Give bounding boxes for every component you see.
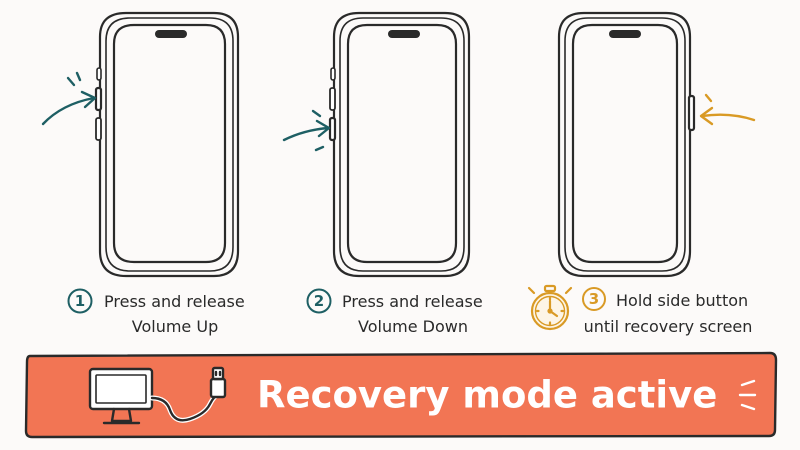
step-3-number: 3 — [589, 290, 599, 308]
step-number-badge — [306, 288, 332, 314]
step-2-line1: Press and release — [342, 292, 483, 311]
step-3-line1: Hold side button — [616, 291, 748, 310]
phone-3 — [557, 11, 696, 278]
step-number-badge — [582, 287, 606, 311]
arrow-right-icon — [41, 71, 97, 126]
step-3-line2: until recovery screen — [584, 317, 753, 336]
volume-up-button — [329, 87, 336, 111]
step-number-badge — [67, 288, 93, 314]
stopwatch-icon — [527, 284, 573, 331]
dynamic-island — [609, 30, 641, 38]
arrow-right-icon — [282, 109, 331, 152]
step-2-number: 2 — [314, 292, 324, 310]
side-button — [687, 94, 696, 132]
action-button — [330, 67, 336, 81]
volume-down-button — [95, 117, 102, 141]
step-1-line2: Volume Up — [132, 317, 218, 336]
banner-text: Recovery mode active — [257, 374, 717, 417]
dynamic-island — [155, 30, 187, 38]
step-1-line1: Press and release — [104, 292, 245, 311]
phone-1 — [94, 11, 240, 278]
volume-up-button — [94, 86, 103, 112]
step-1-number: 1 — [75, 292, 85, 310]
step-2: 2 Press and release Volume Down — [306, 288, 483, 336]
arrow-left-icon — [699, 93, 756, 126]
volume-down-button — [328, 116, 337, 142]
step-1: 1 Press and release Volume Up — [67, 288, 245, 336]
action-button — [96, 67, 102, 81]
step-2-line2: Volume Down — [358, 317, 468, 336]
sparkle-icon — [738, 379, 757, 411]
dynamic-island — [388, 30, 420, 38]
phone-2 — [328, 11, 471, 278]
step-3: 3 Hold side button until recovery screen — [527, 284, 753, 336]
usb-cable-icon — [149, 366, 227, 423]
recovery-banner: Recovery mode active — [24, 351, 778, 439]
monitor-icon — [88, 367, 154, 425]
